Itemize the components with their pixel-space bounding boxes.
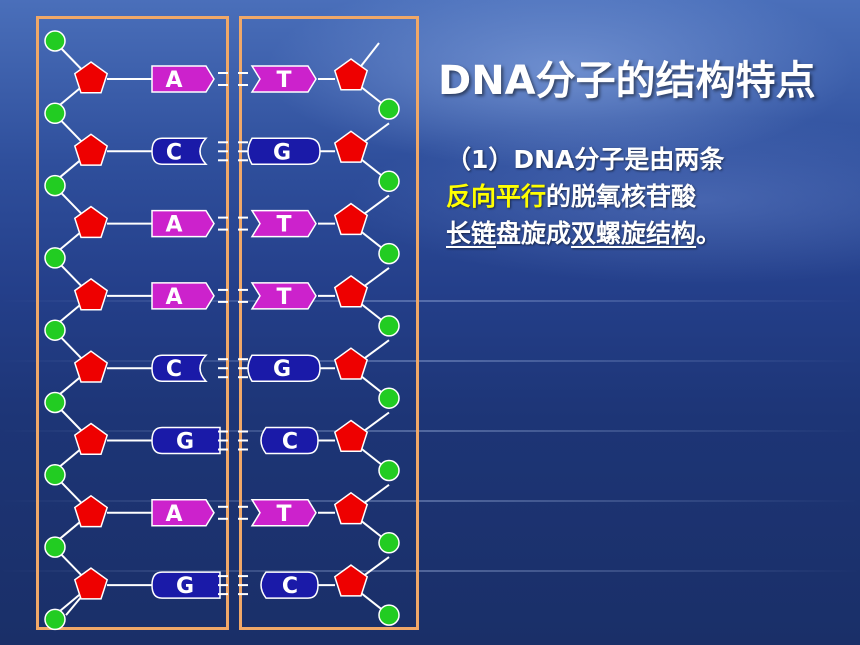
phosphate-icon [378, 242, 400, 265]
base-a-shape [151, 209, 215, 238]
phosphate-icon [44, 30, 66, 52]
left-strand-box [36, 16, 229, 630]
phosphate-icon [44, 319, 66, 341]
phosphate-icon [44, 247, 66, 269]
water-highlight [0, 570, 860, 572]
phosphate-icon [44, 464, 66, 486]
base-label-right: T [276, 68, 291, 93]
deoxyribose-pentagon-icon [73, 277, 109, 311]
phosphate-icon [378, 315, 400, 337]
phosphate-icon [44, 391, 66, 414]
base-g-shape [247, 137, 321, 166]
water-highlight [0, 300, 860, 302]
deoxyribose-pentagon-icon [73, 133, 109, 166]
base-label-right: G [273, 357, 291, 382]
base-label-right: C [282, 430, 298, 455]
base-a-shape [151, 282, 215, 310]
base-label-left: A [165, 502, 182, 527]
base-t-shape [250, 65, 317, 93]
phosphate-icon [378, 532, 400, 554]
base-c-shape [151, 354, 208, 382]
base-g-shape [151, 426, 221, 455]
phosphate-icon [378, 170, 400, 193]
deoxyribose-pentagon-icon [333, 274, 369, 308]
slide-title: DNA分子的结构特点 [438, 58, 816, 104]
base-t-shape [250, 282, 317, 310]
phosphate-icon [378, 98, 400, 120]
phosphate-icon [378, 459, 400, 482]
right-strand-box [239, 16, 419, 630]
base-label-left: G [176, 430, 194, 455]
base-label-left: A [165, 68, 182, 93]
deoxyribose-pentagon-icon [333, 58, 369, 91]
water-highlight [0, 430, 860, 432]
point-paragraph: （1）DNA分子是由两条 反向平行的脱氧核苷酸 长链盘旋成双螺旋结构。 [446, 141, 846, 252]
water-highlight [0, 360, 860, 362]
base-a-shape [151, 499, 215, 527]
base-label-right: G [273, 140, 291, 165]
base-label-right: C [282, 574, 298, 599]
deoxyribose-pentagon-icon [333, 419, 369, 453]
point-long-chain: 长链 [446, 219, 497, 248]
base-label-right: T [276, 213, 291, 238]
deoxyribose-pentagon-icon [73, 61, 109, 94]
point-line-1: （1）DNA分子是由两条 [446, 145, 725, 174]
deoxyribose-pentagon-icon [73, 205, 109, 239]
point-line-3: 长链盘旋成双螺旋结构。 [446, 215, 846, 252]
base-t-shape [250, 499, 317, 527]
deoxyribose-pentagon-icon [73, 494, 109, 528]
phosphate-icon [44, 174, 66, 197]
base-a-shape [151, 65, 215, 93]
base-c-shape [151, 137, 208, 166]
deoxyribose-pentagon-icon [333, 491, 369, 525]
point-double-helix: 双螺旋结构 [571, 219, 697, 248]
base-label-right: T [276, 285, 291, 310]
base-label-left: A [165, 213, 182, 238]
base-c-shape [260, 571, 319, 599]
base-label-left: G [176, 574, 194, 599]
point-highlight: 反向平行 [446, 182, 547, 211]
phosphate-icon [44, 608, 66, 631]
deoxyribose-pentagon-icon [73, 567, 109, 600]
phosphate-icon [378, 604, 400, 626]
point-coil: 盘旋成 [496, 219, 572, 248]
base-g-shape [151, 571, 221, 599]
base-label-right: T [276, 502, 291, 527]
deoxyribose-pentagon-icon [333, 564, 369, 597]
point-period: 。 [696, 219, 722, 248]
base-g-shape [247, 354, 321, 382]
phosphate-icon [378, 387, 400, 409]
deoxyribose-pentagon-icon [73, 350, 109, 383]
base-label-left: C [166, 140, 182, 165]
phosphate-icon [44, 536, 66, 558]
deoxyribose-pentagon-icon [333, 130, 369, 163]
point-middle: 的脱氧核苷酸 [546, 182, 697, 211]
base-c-shape [260, 426, 319, 455]
water-highlight [0, 500, 860, 502]
deoxyribose-pentagon-icon [73, 422, 109, 456]
base-label-left: A [165, 285, 182, 310]
deoxyribose-pentagon-icon [333, 347, 369, 380]
base-label-left: C [166, 357, 182, 382]
base-t-shape [250, 209, 317, 238]
deoxyribose-pentagon-icon [333, 202, 369, 236]
phosphate-icon [44, 102, 66, 125]
point-line-2: 反向平行的脱氧核苷酸 [446, 178, 846, 215]
